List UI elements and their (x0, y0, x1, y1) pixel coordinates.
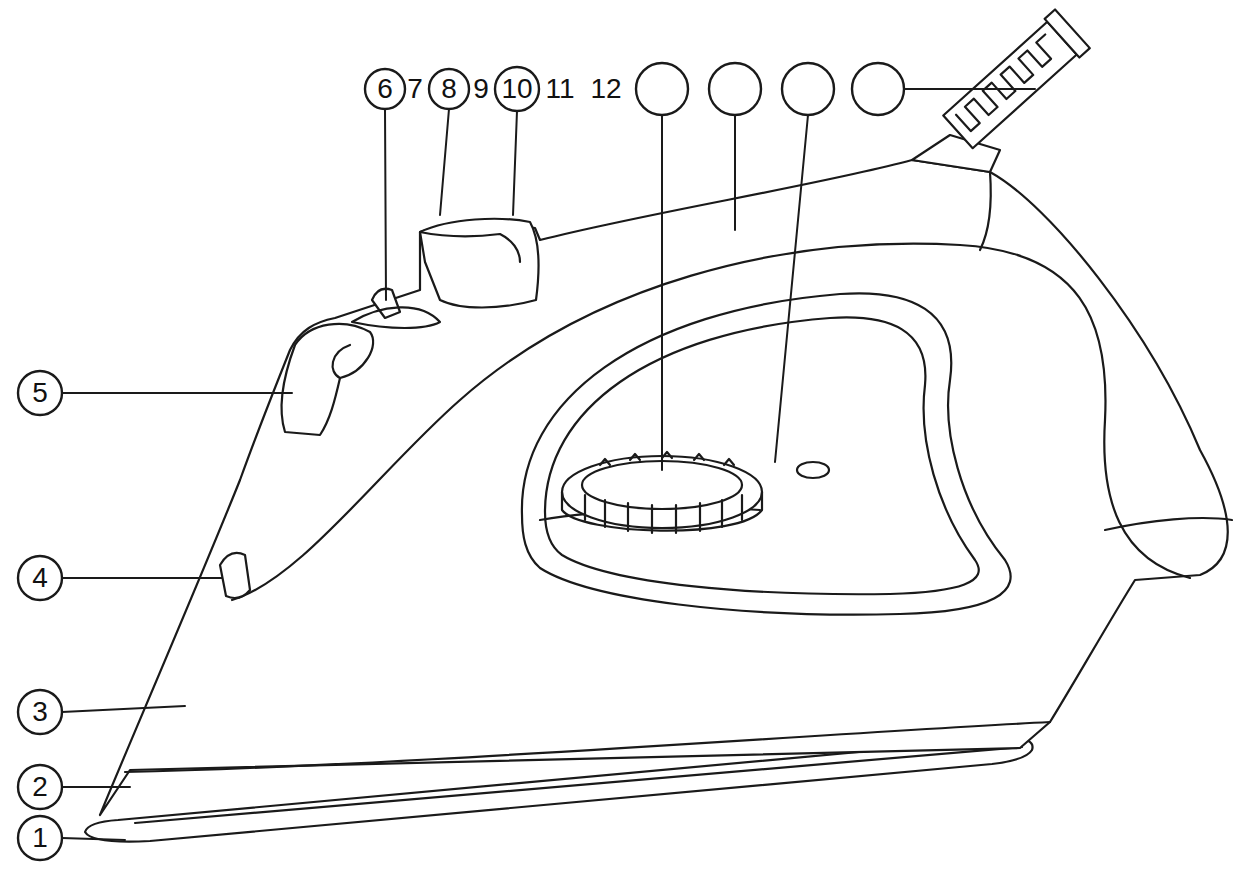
callout-number: 5 (32, 379, 48, 407)
callout-number: 2 (32, 773, 48, 801)
leader-lines (62, 89, 1035, 840)
callout-number: 8 (441, 75, 457, 103)
callout-number: 9 (473, 75, 489, 103)
callout-number: 1 (32, 824, 48, 852)
callout-circles (18, 63, 904, 860)
callout-number: 4 (32, 564, 48, 592)
callout-number: 10 (501, 75, 532, 103)
callout-number: 7 (407, 75, 423, 103)
callout-number: 12 (590, 75, 621, 103)
callout-number: 3 (32, 698, 48, 726)
callout-number: 11 (545, 75, 574, 103)
callout-number: 6 (377, 75, 393, 103)
